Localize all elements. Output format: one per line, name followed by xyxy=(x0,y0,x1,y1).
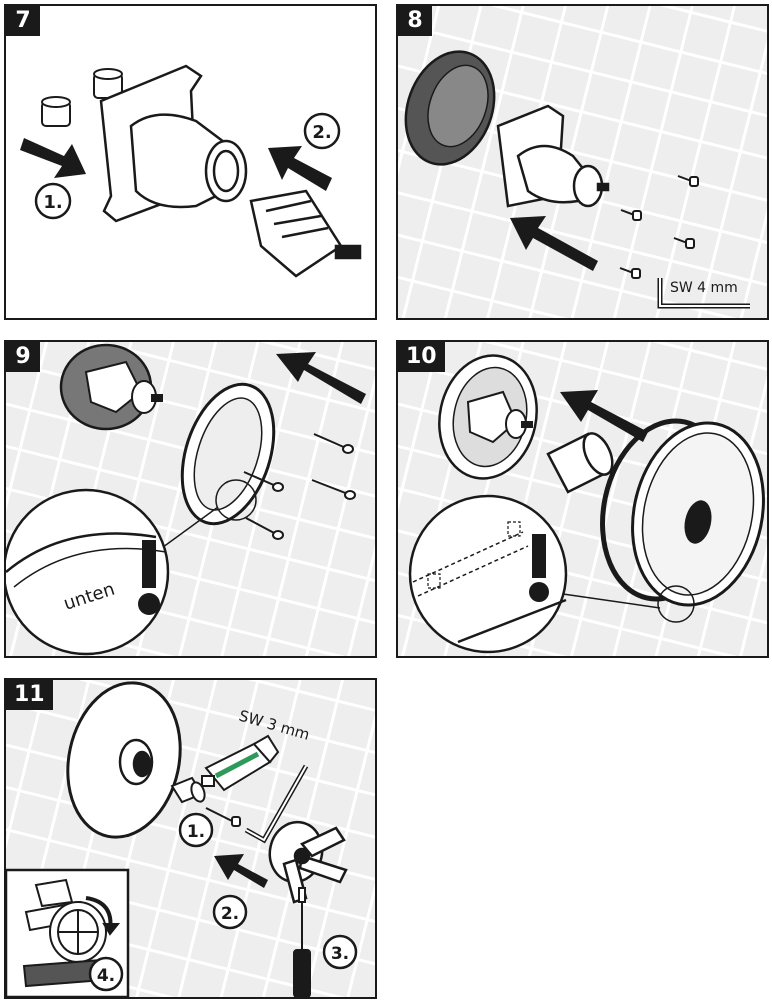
screw-icon xyxy=(205,807,241,827)
step-10-illustration xyxy=(408,354,765,654)
arrow-left-icon xyxy=(214,854,268,888)
callout-2-label: 2. xyxy=(221,904,239,924)
callout-1-label: 1. xyxy=(43,192,62,213)
attention-icon xyxy=(532,534,546,578)
callout-1-circle xyxy=(34,182,72,220)
valve-body xyxy=(118,738,154,786)
detail-marker xyxy=(657,585,695,623)
arrow-left-icon xyxy=(510,216,598,271)
valve-body xyxy=(84,360,163,414)
step-number: 10 xyxy=(398,342,445,372)
callout-1-circle xyxy=(178,812,214,848)
step-11-panel: 11 SW 3 mm xyxy=(4,678,377,999)
valve-body xyxy=(466,390,533,444)
callout-1-label: 1. xyxy=(187,822,205,842)
grease-tube-icon xyxy=(201,734,280,792)
tool-size-label: SW 3 mm xyxy=(237,707,312,744)
step-9-panel: 9 unten xyxy=(4,340,377,658)
callout-3-circle xyxy=(322,934,358,970)
step-8-panel: 8 SW 4 mm xyxy=(396,4,769,320)
arrow-left-icon xyxy=(560,390,648,442)
detail-magnifier xyxy=(408,494,568,654)
callout-4-circle xyxy=(88,956,124,992)
tool-size-label: SW 4 mm xyxy=(670,280,738,296)
detail-magnifier xyxy=(6,488,170,656)
callout-2-circle xyxy=(303,112,341,150)
valve-body xyxy=(129,113,248,209)
adapter-icon xyxy=(170,776,206,804)
sleeve-icon xyxy=(546,432,614,494)
step-7-panel: 7 1. 2. xyxy=(4,4,377,320)
handle-icon xyxy=(268,820,348,904)
step-10-panel: 10 xyxy=(396,340,769,658)
arrow-left-icon xyxy=(276,352,366,404)
attention-icon xyxy=(142,540,156,588)
valve-body xyxy=(496,104,610,208)
screw-icon xyxy=(243,433,356,540)
callout-2-label: 2. xyxy=(312,122,331,143)
step-7-illustration: 1. 2. xyxy=(20,64,362,278)
step-number: 11 xyxy=(6,680,53,710)
step-number: 9 xyxy=(6,342,40,372)
sleeve-icon xyxy=(41,68,123,127)
cartridge xyxy=(249,189,362,278)
callout-4-label: 4. xyxy=(97,966,115,986)
step-11-illustration: SW 3 mm 1. 2. 3. xyxy=(6,681,358,997)
detail-marker xyxy=(215,479,257,521)
step-8-illustration: SW 4 mm xyxy=(404,50,750,309)
step-number: 8 xyxy=(398,6,432,36)
arrow-left-icon xyxy=(268,146,332,191)
callout-3-label: 3. xyxy=(331,944,349,964)
screwdriver-icon xyxy=(293,887,311,997)
arrow-right-icon xyxy=(20,138,86,178)
screw-icon xyxy=(619,175,699,279)
step-9-illustration: unten xyxy=(6,343,366,656)
step-number: 7 xyxy=(6,6,40,36)
callout-2-circle xyxy=(212,894,248,930)
